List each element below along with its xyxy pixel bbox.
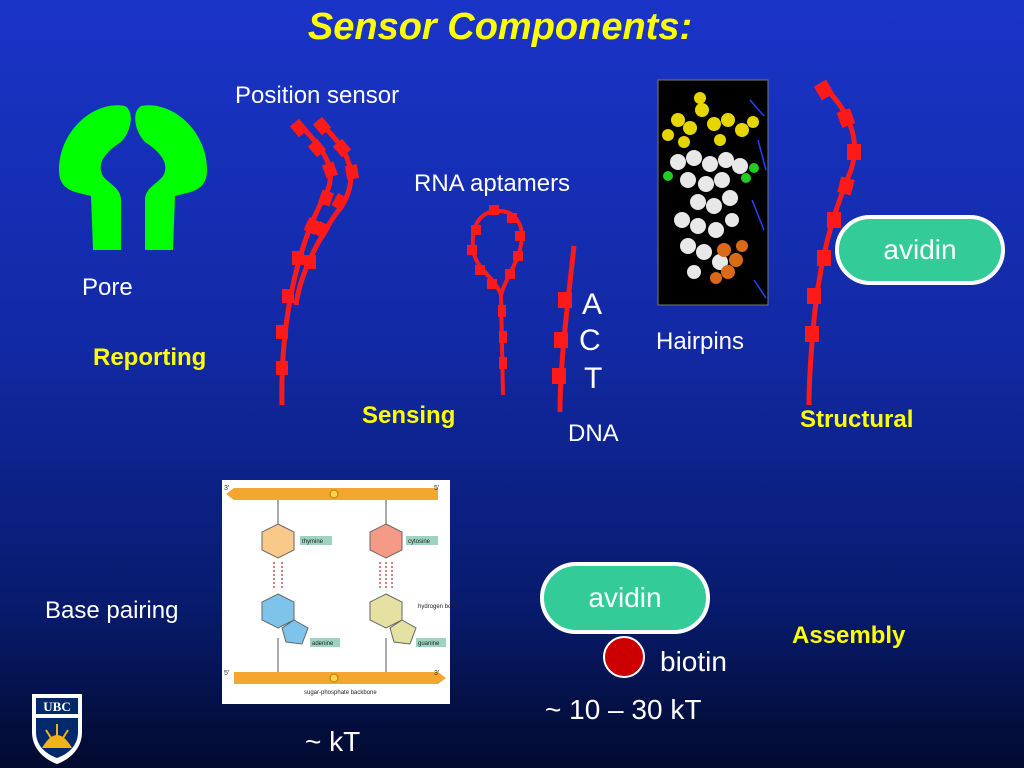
svg-text:sugar-phosphate backbone: sugar-phosphate backbone xyxy=(304,690,377,696)
svg-text:thymine: thymine xyxy=(302,539,324,545)
svg-text:5': 5' xyxy=(224,670,229,677)
structural-chain xyxy=(805,79,861,406)
biotin-label: biotin xyxy=(660,646,727,677)
svg-text:cytosine: cytosine xyxy=(408,539,431,545)
assembly-label: Assembly xyxy=(792,622,906,649)
svg-text:hydrogen bond: hydrogen bond xyxy=(418,604,458,610)
biotin-circle xyxy=(603,636,645,678)
dna-letter-a: A xyxy=(582,288,603,321)
avidin-badge-top: avidin xyxy=(835,215,1005,285)
sensing-label: Sensing xyxy=(362,402,456,429)
position-sensor-chain xyxy=(276,116,360,406)
dna-strand xyxy=(552,245,577,413)
ubc-logo: UBC xyxy=(32,694,82,764)
svg-text:3': 3' xyxy=(224,485,229,492)
rna-aptamer-loop xyxy=(467,205,525,396)
svg-text:UBC: UBC xyxy=(43,699,70,714)
dna-label: DNA xyxy=(568,420,619,447)
svg-text:guanine: guanine xyxy=(418,641,440,647)
base-pairing-label: Base pairing xyxy=(45,597,179,624)
hairpins-label: Hairpins xyxy=(656,328,745,355)
svg-text:3': 3' xyxy=(434,670,439,677)
dna-letter-c: C xyxy=(579,324,601,357)
dna-letter-t: T xyxy=(584,362,603,395)
svg-text:adenine: adenine xyxy=(312,641,334,647)
position-sensor-label: Position sensor xyxy=(235,82,400,109)
reporting-label: Reporting xyxy=(93,344,207,371)
structural-label: Structural xyxy=(800,406,914,433)
svg-text:5': 5' xyxy=(434,485,439,492)
pore-illustration xyxy=(59,105,207,251)
assembly-energy-label: ~ 10 – 30 kT xyxy=(545,694,702,725)
base-pairing-energy-label: ~ kT xyxy=(305,726,361,757)
rna-aptamers-label: RNA aptamers xyxy=(414,170,571,197)
pore-label: Pore xyxy=(82,274,133,301)
hairpin-structure-image xyxy=(657,79,769,306)
avidin-badge-bottom: avidin xyxy=(540,562,710,634)
base-pairing-figure: 3' 5' 5' 3' thymine cytosine adenine gua… xyxy=(222,480,458,704)
slide-title: Sensor Components: xyxy=(307,6,693,48)
